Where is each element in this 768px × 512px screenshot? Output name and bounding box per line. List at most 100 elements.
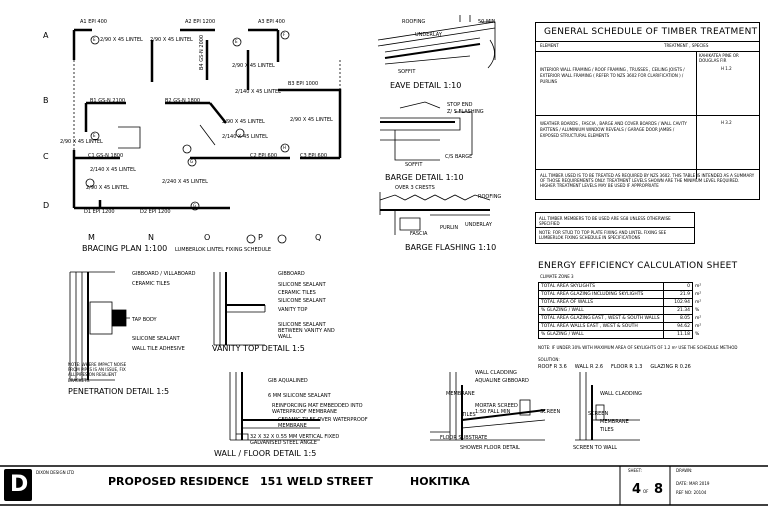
bracing-plan-subtitle: LUMBERLOK LINTEL FIXING SCHEDULE [175, 247, 272, 253]
flashing-label: UNDERLAY [465, 222, 492, 228]
barge-label: STOP END [447, 102, 473, 108]
wf-label: GIB AQUALINED [268, 378, 308, 384]
plan-label: 2/90 X 45 LINTEL [222, 119, 265, 125]
plan-label: C1 GS-N 1800 [88, 153, 124, 159]
energy-row-value: 94.62 [663, 322, 693, 331]
plan-label: 2/140 X 45 LINTEL [235, 89, 281, 95]
pen-note: NOTE: WHERE IMPACT NOISE FROM PIPES IS A… [68, 362, 127, 383]
bracing-plan-thin [73, 60, 341, 150]
shower-label: MEMBRANE [446, 391, 475, 397]
sheet-number: 4 [632, 482, 642, 497]
vanity-label: SILICONE SEALANT [278, 282, 326, 288]
shower-title: SHOWER FLOOR DETAIL [460, 445, 520, 451]
energy-row-value: 8.05 [663, 314, 693, 323]
wf-label: 32 X 32 X 0.55 MM VERTICAL FIXED GALVANI… [250, 434, 340, 446]
plan-label: 2/90 X 45 LINTEL [150, 37, 193, 43]
energy-row: TOTAL AREA GLAZING EAST , WEST & SOUTH W… [538, 314, 704, 323]
energy-title: ENERGY EFFICIENCY CALCULATION SHEET [538, 261, 738, 271]
energy-row-label: TOTAL AREA GLAZING EAST , WEST & SOUTH W… [538, 314, 664, 323]
wall-floor-title: WALL / FLOOR DETAIL 1:5 [214, 449, 317, 458]
energy-row-unit: % [695, 331, 700, 337]
timber-schedule: GENERAL SCHEDULE OF TIMBER TREATMENT ELE… [535, 22, 760, 200]
energy-row-unit: m² [695, 315, 702, 321]
energy-row-unit: m² [695, 291, 702, 297]
ref-no: REF NO: 20104 [676, 490, 707, 495]
vanity-label: SILICONE SEALANT [278, 298, 326, 304]
pen-label: GIBBOARD / VILLABOARD [132, 271, 196, 277]
shower-label: SCREEN [540, 409, 561, 415]
plan-label: B4 GS-N 2000 [199, 34, 205, 70]
drawn-label: DRAWN: [676, 468, 693, 473]
screen-label: SCREEN [588, 411, 609, 417]
timber-row-treatment: H 3.2 [721, 120, 732, 125]
barge-flashing [379, 192, 491, 235]
shower-label: TILES [462, 412, 476, 418]
pen-label: CERAMIC TILES [132, 281, 170, 287]
plan-label: 2/240 X 45 LINTEL [162, 179, 208, 185]
sheet-of: OF [643, 489, 649, 494]
plan-label: D2 EPI 1200 [140, 209, 171, 215]
grid-col-p: P [258, 233, 263, 242]
barge-label: SOFFIT [405, 162, 423, 168]
energy-row-unit: m² [695, 299, 702, 305]
energy-row-value: 0 [663, 282, 693, 291]
penetration-detail [69, 271, 130, 381]
energy-solution: ROOF R 3.6 WALL R 2.6 FLOOR R 1.3 GLAZIN… [538, 364, 691, 370]
grid-col-o: O [204, 233, 211, 242]
barge-flashing-title: BARGE FLASHING 1:10 [405, 243, 497, 252]
plan-label: 2/140 X 45 LINTEL [90, 167, 136, 173]
grid-row-b: B [43, 96, 49, 105]
energy-row-unit: m² [695, 323, 702, 329]
eave-label: UNDERLAY [415, 32, 442, 38]
plan-label: 2/90 X 45 LINTEL [86, 185, 129, 191]
plan-label: 2/90 X 45 LINTEL [290, 117, 333, 123]
energy-zone: CLIMATE ZONE 3 [540, 274, 574, 279]
energy-row-value: 21.34 [663, 306, 693, 315]
plan-label: B2 GS-N 1800 [165, 98, 201, 104]
energy-row-label: % GLAZING / WALL [538, 306, 664, 315]
vanity-label: SILICONE SEALANT BETWEEN VANITY AND WALL [278, 322, 335, 340]
plan-label: 2/90 X 45 LINTEL [232, 63, 275, 69]
wf-label: REINFORCING MAT EMBEDDED INTO WATERPROOF… [272, 403, 363, 415]
col-species: KAHIKATEA PINE OR DOUGLAS FIR [699, 53, 739, 63]
plan-label: 2/140 X 45 LINTEL [222, 134, 268, 140]
plan-label: C2 EPI 600 [250, 153, 278, 159]
vanity-title: VANITY TOP DETAIL 1:5 [212, 344, 305, 353]
project-title: PROPOSED RESIDENCE [108, 475, 250, 488]
shower-label: AQUALINE GIBBOARD [475, 378, 529, 384]
grid-row-a: A [43, 31, 49, 40]
grid-col-q: Q [315, 233, 322, 242]
energy-row-label: TOTAL AREA SKYLIGHTS [538, 282, 664, 291]
notes-line-1: ALL TIMBER MEMBERS TO BE USED ARE SG8 UN… [539, 216, 671, 227]
plan-label: 2/90 X 45 LINTEL [60, 139, 103, 145]
shower-label: FLOOR SUBSTRATE [440, 435, 488, 441]
vanity-detail [213, 272, 266, 346]
barge-label: Z/ S FLASHING [447, 109, 484, 115]
flashing-label: FASCIA [410, 231, 428, 237]
company-name: DIXON DESIGN LTD [36, 470, 75, 475]
plan-label: 2/90 X 45 LINTEL [100, 37, 143, 43]
callout-circles [85, 30, 290, 211]
grid-markers [246, 234, 287, 244]
shower-label: MORTAR SCREED 1:50 FALL MIN [475, 403, 518, 415]
sheet-label: SHEET: [628, 468, 642, 473]
callout-letter: H [283, 145, 287, 150]
col-element: ELEMENT [540, 43, 559, 48]
energy-row-label: TOTAL AREA GLAZING INCLUDING SKYLIGHTS [538, 290, 664, 299]
callout-letter: E [93, 133, 96, 138]
energy-row-value: 21.9 [663, 290, 693, 299]
grid-col-n: N [148, 233, 154, 242]
grid-col-m: M [88, 233, 95, 242]
energy-row-unit: % [695, 307, 700, 313]
shower-detail [430, 372, 546, 441]
flashing-label: OVER 3 CRESTS [395, 185, 435, 191]
screen-label: MEMBRANE [600, 419, 629, 425]
vanity-label: GIBBOARD [278, 271, 305, 277]
energy-row-value: 102.94 [663, 298, 693, 307]
timber-row-treatment: H 1.2 [721, 66, 732, 71]
wall-floor-detail [229, 372, 320, 441]
